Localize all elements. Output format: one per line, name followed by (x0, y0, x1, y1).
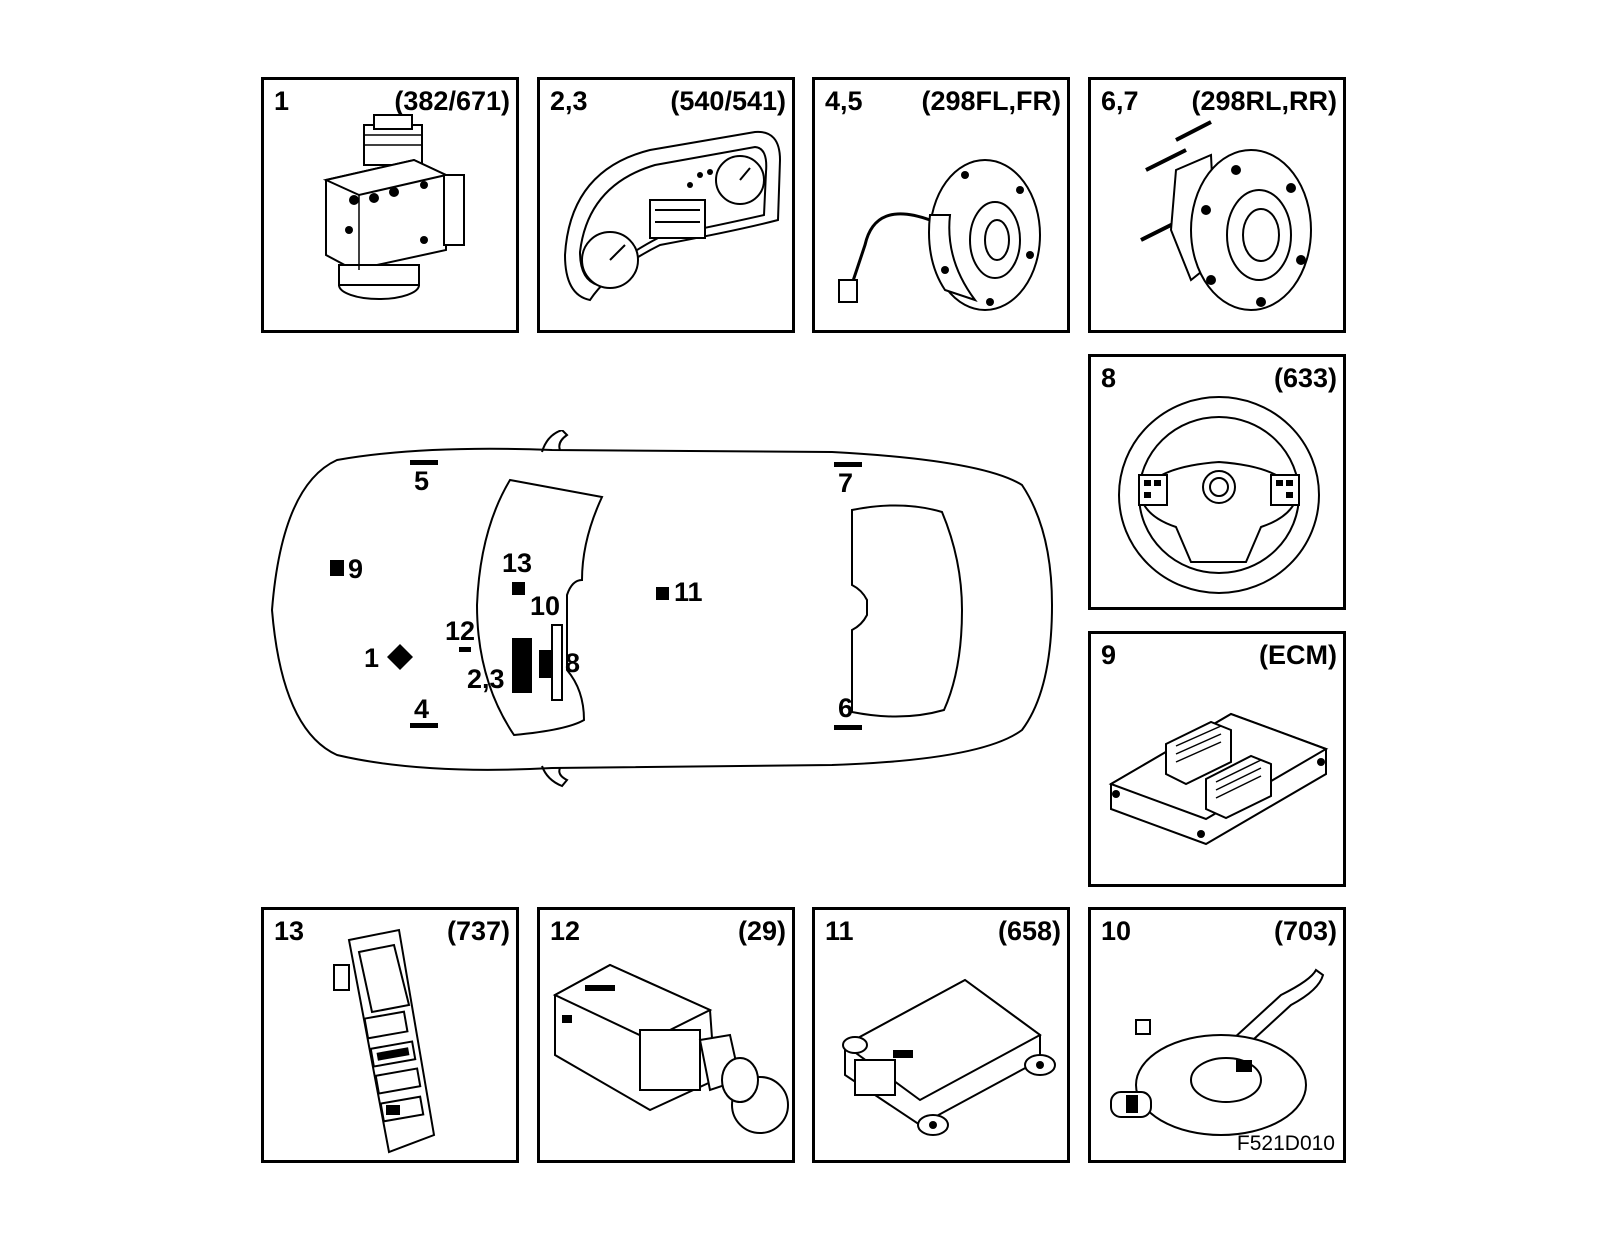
panel-number: 4,5 (825, 86, 863, 116)
panel-code: (ECM) (1259, 640, 1337, 670)
panel-code: (298RL,RR) (1191, 86, 1337, 116)
steering-wheel-illustration (1118, 396, 1320, 594)
marker-10 (551, 624, 563, 701)
car-label-12: 12 (445, 616, 475, 646)
car-label-1: 1 (364, 643, 379, 673)
marker-2-3 (512, 638, 532, 693)
panel-code: (540/541) (670, 86, 786, 116)
abs-module-illustration (322, 114, 465, 300)
switch-panel-illustration (333, 928, 436, 1154)
panel-code: (658) (997, 916, 1061, 946)
rear-window-outline (851, 504, 964, 718)
panel-number: 10 (1101, 916, 1132, 946)
marker-12 (459, 647, 471, 652)
car-label-8: 8 (565, 648, 580, 678)
panel-code: (382/671) (394, 86, 510, 116)
front-wheel-hub-illustration (838, 159, 1041, 311)
panel-8: 8 (633) (1088, 354, 1346, 610)
marker-1 (387, 644, 413, 670)
steering-angle-sensor-illustration (1110, 968, 1325, 1136)
brake-light-switch-illustration (552, 963, 789, 1134)
panel-code: (29) (737, 916, 786, 946)
panel-number: 13 (274, 916, 305, 946)
panel-10: 10 (703) F521D010 (1088, 907, 1346, 1163)
panel-code: (298FL,FR) (921, 86, 1061, 116)
marker-4 (410, 723, 438, 728)
panel-13: 13 (737) (261, 907, 519, 1163)
car-label-11: 11 (674, 577, 703, 607)
panel-code: (737) (446, 916, 510, 946)
car-label-7: 7 (838, 468, 853, 498)
ecm-illustration (1108, 712, 1329, 846)
marker-9 (330, 560, 344, 576)
panel-number: 9 (1101, 640, 1117, 670)
car-label-9: 9 (348, 554, 363, 584)
car-top-view: 5 7 4 6 9 13 11 10 12 1 2,3 8 (270, 430, 1054, 788)
panel-number: 6,7 (1101, 86, 1139, 116)
rear-wheel-hub-illustration (1140, 120, 1312, 311)
dashboard-outline (475, 478, 604, 737)
panel-11: 11 (658) (812, 907, 1070, 1163)
car-label-5: 5 (414, 466, 429, 496)
instrument-cluster-illustration (563, 130, 782, 302)
sensor-module-illustration (842, 978, 1056, 1136)
panel-code: (633) (1273, 363, 1337, 393)
mirror-left (541, 430, 569, 453)
marker-13 (512, 582, 525, 595)
panel-1: 1 (382/671) (261, 77, 519, 333)
figure-id: F521D010 (1236, 1132, 1335, 1155)
panel-number: 11 (825, 916, 854, 946)
marker-11 (656, 587, 669, 600)
marker-7 (834, 462, 862, 467)
car-label-2-3: 2,3 (467, 664, 505, 694)
car-label-13: 13 (502, 548, 532, 578)
panel-number: 2,3 (550, 86, 588, 116)
panel-9: 9 (ECM) (1088, 631, 1346, 887)
marker-6 (834, 725, 862, 730)
car-label-4: 4 (414, 694, 429, 724)
marker-5 (410, 460, 438, 465)
panel-number: 8 (1101, 363, 1117, 393)
car-label-10: 10 (530, 591, 560, 621)
panel-6-7: 6,7 (298RL,RR) (1088, 77, 1346, 333)
marker-8 (539, 650, 551, 678)
panel-number: 12 (550, 916, 581, 946)
panel-number: 1 (274, 86, 290, 116)
mirror-right (541, 765, 569, 788)
panel-2-3: 2,3 (540/541) (537, 77, 795, 333)
panel-12: 12 (29) (537, 907, 795, 1163)
panel-code: (703) (1273, 916, 1337, 946)
panel-4-5: 4,5 (298FL,FR) (812, 77, 1070, 333)
car-label-6: 6 (838, 693, 853, 723)
